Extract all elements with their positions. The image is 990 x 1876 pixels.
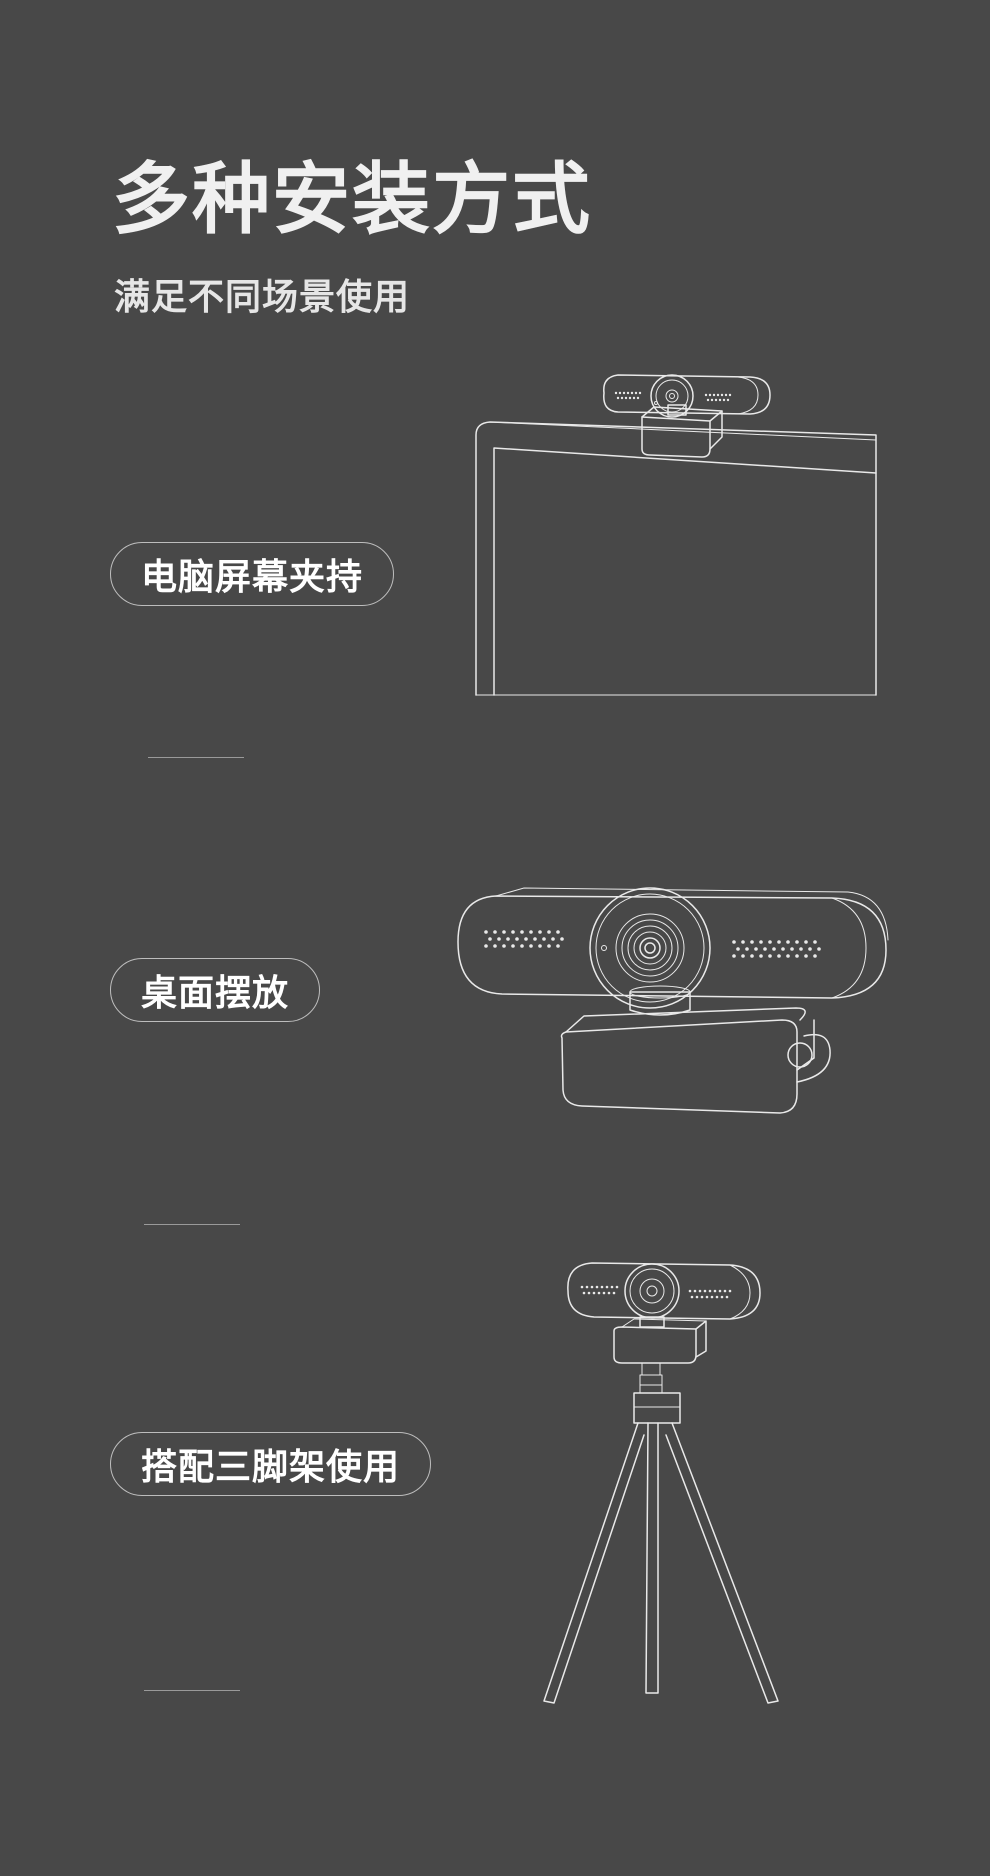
- mode-label-tripod: 搭配三脚架使用: [110, 1432, 432, 1496]
- section-divider: [144, 1690, 240, 1691]
- mode-label-text: 电脑屏幕夹持: [141, 557, 364, 598]
- mode-label-text: 搭配三脚架使用: [141, 1447, 401, 1488]
- page-subtitle: 满足不同场景使用: [114, 277, 411, 318]
- mode-label-text: 桌面摆放: [141, 973, 290, 1014]
- monitor-clip-illustration: [475, 374, 877, 696]
- tripod-illustration: [543, 1262, 779, 1704]
- section-divider: [148, 757, 244, 758]
- mode-label-monitor-clip: 电脑屏幕夹持: [110, 542, 395, 606]
- desktop-stand-illustration: [457, 887, 889, 1114]
- section-divider: [144, 1224, 240, 1225]
- mode-label-desktop: 桌面摆放: [110, 958, 321, 1022]
- page-title: 多种安装方式: [112, 155, 593, 245]
